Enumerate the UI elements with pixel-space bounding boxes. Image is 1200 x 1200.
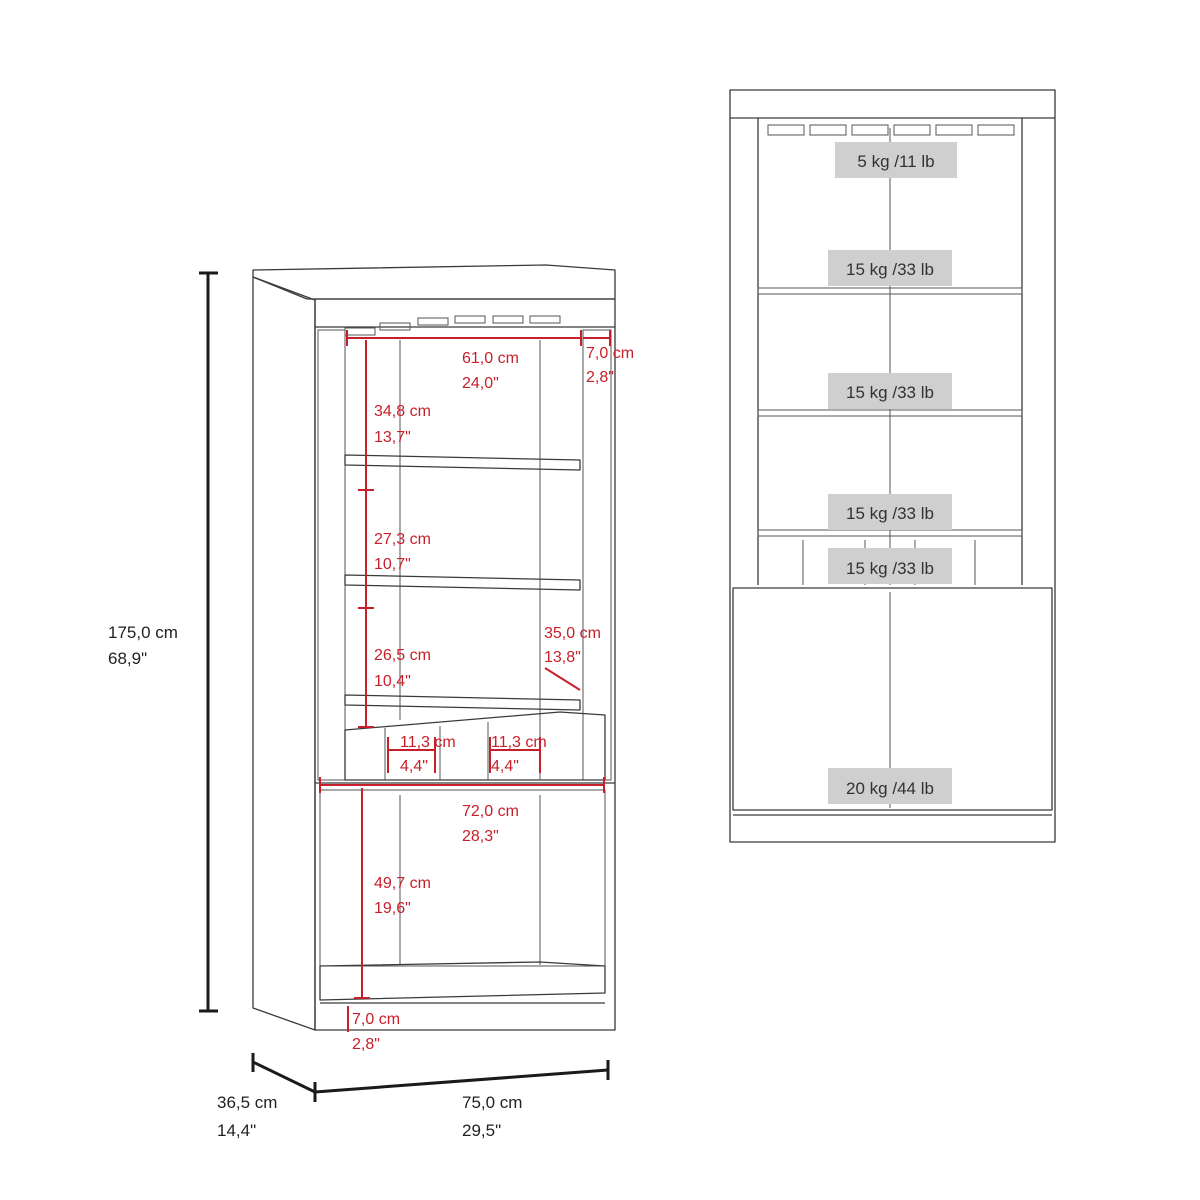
weight-box-shelf-3 bbox=[828, 494, 952, 530]
shelf3-in-label: 10,4" bbox=[374, 673, 411, 690]
weight-shelf-3: 15 kg /33 lb bbox=[846, 504, 934, 523]
shelf1-cm-label: 34,8 cm bbox=[374, 403, 431, 420]
width-in-label: 29,5" bbox=[462, 1121, 501, 1140]
shelf1-in-label: 13,7" bbox=[374, 429, 411, 446]
cubby-b-cm-label: 11,3 cm bbox=[491, 734, 547, 751]
overall-dimension-lines bbox=[199, 271, 610, 1102]
weight-glass-rack: 5 kg /11 lb bbox=[857, 152, 934, 171]
cubby-b-in-label: 4,4" bbox=[491, 758, 519, 775]
shelf2-cm-label: 27,3 cm bbox=[374, 531, 431, 548]
base-in-label: 2,8" bbox=[352, 1036, 380, 1053]
side-width-cm-label: 7,0 cm bbox=[586, 345, 634, 362]
lower-width-in-label: 28,3" bbox=[462, 828, 499, 845]
top-width-in-label: 24,0" bbox=[462, 375, 499, 392]
depth-in-label: 14,4" bbox=[217, 1121, 256, 1140]
cubby-a-in-label: 4,4" bbox=[400, 758, 428, 775]
base-cm-label: 7,0 cm bbox=[352, 1011, 400, 1028]
lower-width-cm-label: 72,0 cm bbox=[462, 803, 519, 820]
shelf-depth-in-label: 13,8" bbox=[544, 649, 581, 666]
width-cm-label: 75,0 cm bbox=[462, 1093, 522, 1112]
weight-box-shelf-1 bbox=[828, 250, 952, 286]
weight-box-glass-rack bbox=[835, 142, 957, 178]
weight-shelf-1: 15 kg /33 lb bbox=[846, 260, 934, 279]
cabinet-front-view bbox=[729, 89, 1056, 843]
height-cm-label: 175,0 cm bbox=[108, 623, 178, 642]
lower-height-in-label: 19,6" bbox=[374, 900, 411, 917]
height-in-label: 68,9" bbox=[108, 649, 147, 668]
inner-dimension-lines bbox=[319, 330, 611, 1032]
glass-rack bbox=[344, 315, 561, 336]
weight-lower-cabinet: 20 kg /44 lb bbox=[846, 779, 934, 798]
weight-box-cubbies bbox=[828, 548, 952, 584]
top-width-cm-label: 61,0 cm bbox=[462, 350, 519, 367]
weight-box-lower-cabinet bbox=[828, 768, 952, 804]
weight-shelf-2: 15 kg /33 lb bbox=[846, 383, 934, 402]
weight-box-shelf-2 bbox=[828, 373, 952, 409]
shelf3-cm-label: 26,5 cm bbox=[374, 647, 431, 664]
lower-height-cm-label: 49,7 cm bbox=[374, 875, 431, 892]
shelf-depth-cm-label: 35,0 cm bbox=[544, 625, 601, 642]
side-width-in-label: 2,8" bbox=[586, 369, 614, 386]
weight-capacity-labels: 5 kg /11 lb 15 kg /33 lb 15 kg /33 lb 15… bbox=[828, 142, 957, 804]
depth-cm-label: 36,5 cm bbox=[217, 1093, 277, 1112]
cubby-a-cm-label: 11,3 cm bbox=[400, 734, 456, 751]
weight-cubbies: 15 kg /33 lb bbox=[846, 559, 934, 578]
cabinet-3d-drawing bbox=[252, 264, 616, 1031]
shelf2-in-label: 10,7" bbox=[374, 556, 411, 573]
